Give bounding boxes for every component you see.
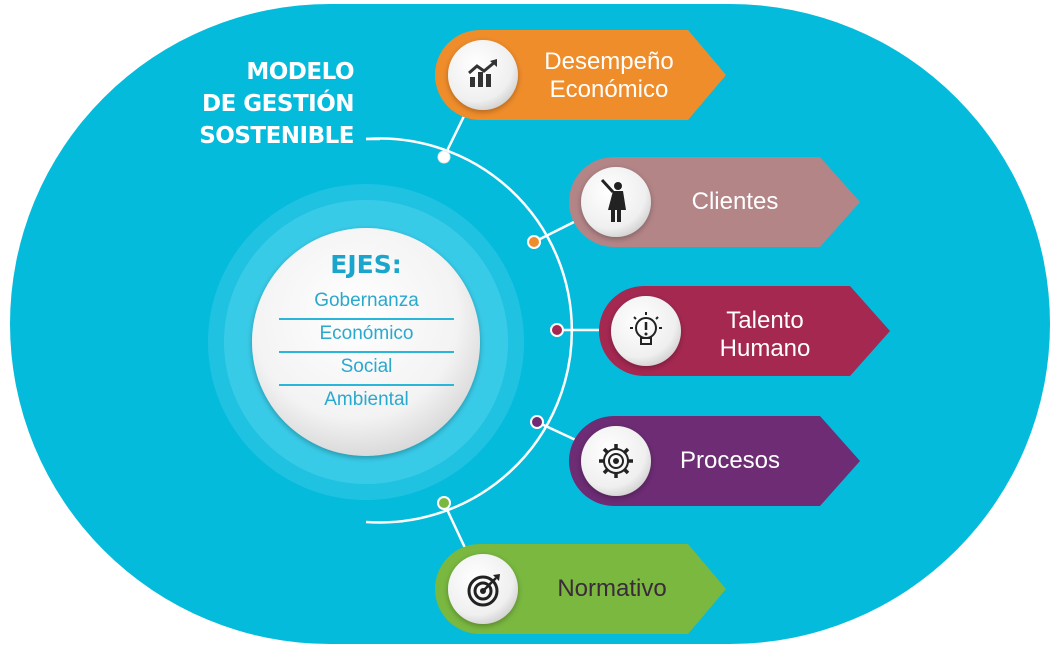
page-title: MODELO DE GESTIÓN SOSTENIBLE	[199, 56, 354, 152]
spoke-clientes	[533, 218, 579, 244]
eje-item: Económico	[279, 320, 454, 353]
person-raising-hand-icon	[600, 178, 626, 222]
pillar-label-line: Talento	[726, 307, 804, 334]
pillar-desempeno-economico	[435, 30, 726, 120]
eje-item: Ambiental	[324, 389, 409, 410]
lightbulb-icon	[630, 312, 662, 345]
ejes-list: Gobernanza Económico Social Ambiental	[279, 287, 454, 419]
eje-item: Social	[279, 353, 454, 386]
growth-chart-icon	[468, 59, 497, 87]
center-circle	[252, 228, 480, 456]
ejes-heading: EJES:	[330, 250, 402, 279]
pillar-label-line: Normativo	[557, 575, 667, 602]
node-dot-talento	[550, 323, 564, 337]
target-icon	[467, 574, 500, 607]
pillar-talento-humano	[599, 286, 890, 376]
spoke-normativo	[442, 502, 468, 551]
pillar-procesos	[569, 416, 860, 506]
pillar-label-normativo: Normativo	[530, 575, 694, 603]
pillar-normativo	[435, 544, 726, 634]
pillar-label-line: Humano	[719, 335, 811, 362]
pillar-label-talento: Talento Humano	[695, 307, 835, 363]
pillar-label-clientes: Clientes	[660, 188, 810, 216]
node-dot-desempeno	[437, 150, 451, 164]
spoke-procesos	[536, 420, 581, 444]
node-dot-procesos	[530, 415, 544, 429]
node-dot-normativo	[437, 496, 451, 510]
pillar-label-desempeno: Desempeño Económico	[522, 48, 696, 104]
pillar-label-line: Económico	[549, 76, 669, 103]
pillar-label-procesos: Procesos	[655, 447, 805, 475]
title-line-1: MODELO	[246, 59, 354, 85]
spoke-desempeno	[442, 111, 468, 158]
pillar-label-line: Procesos	[679, 447, 781, 474]
title-line-2: DE GESTIÓN	[201, 91, 355, 117]
gear-icon	[599, 444, 633, 478]
node-dot-clientes	[527, 235, 541, 249]
title-line-3: SOSTENIBLE	[199, 123, 354, 149]
eje-item: Gobernanza	[279, 287, 454, 320]
pillar-label-line: Desempeño	[544, 48, 674, 75]
pillar-label-line: Clientes	[691, 188, 779, 215]
pillar-clientes	[569, 157, 860, 247]
